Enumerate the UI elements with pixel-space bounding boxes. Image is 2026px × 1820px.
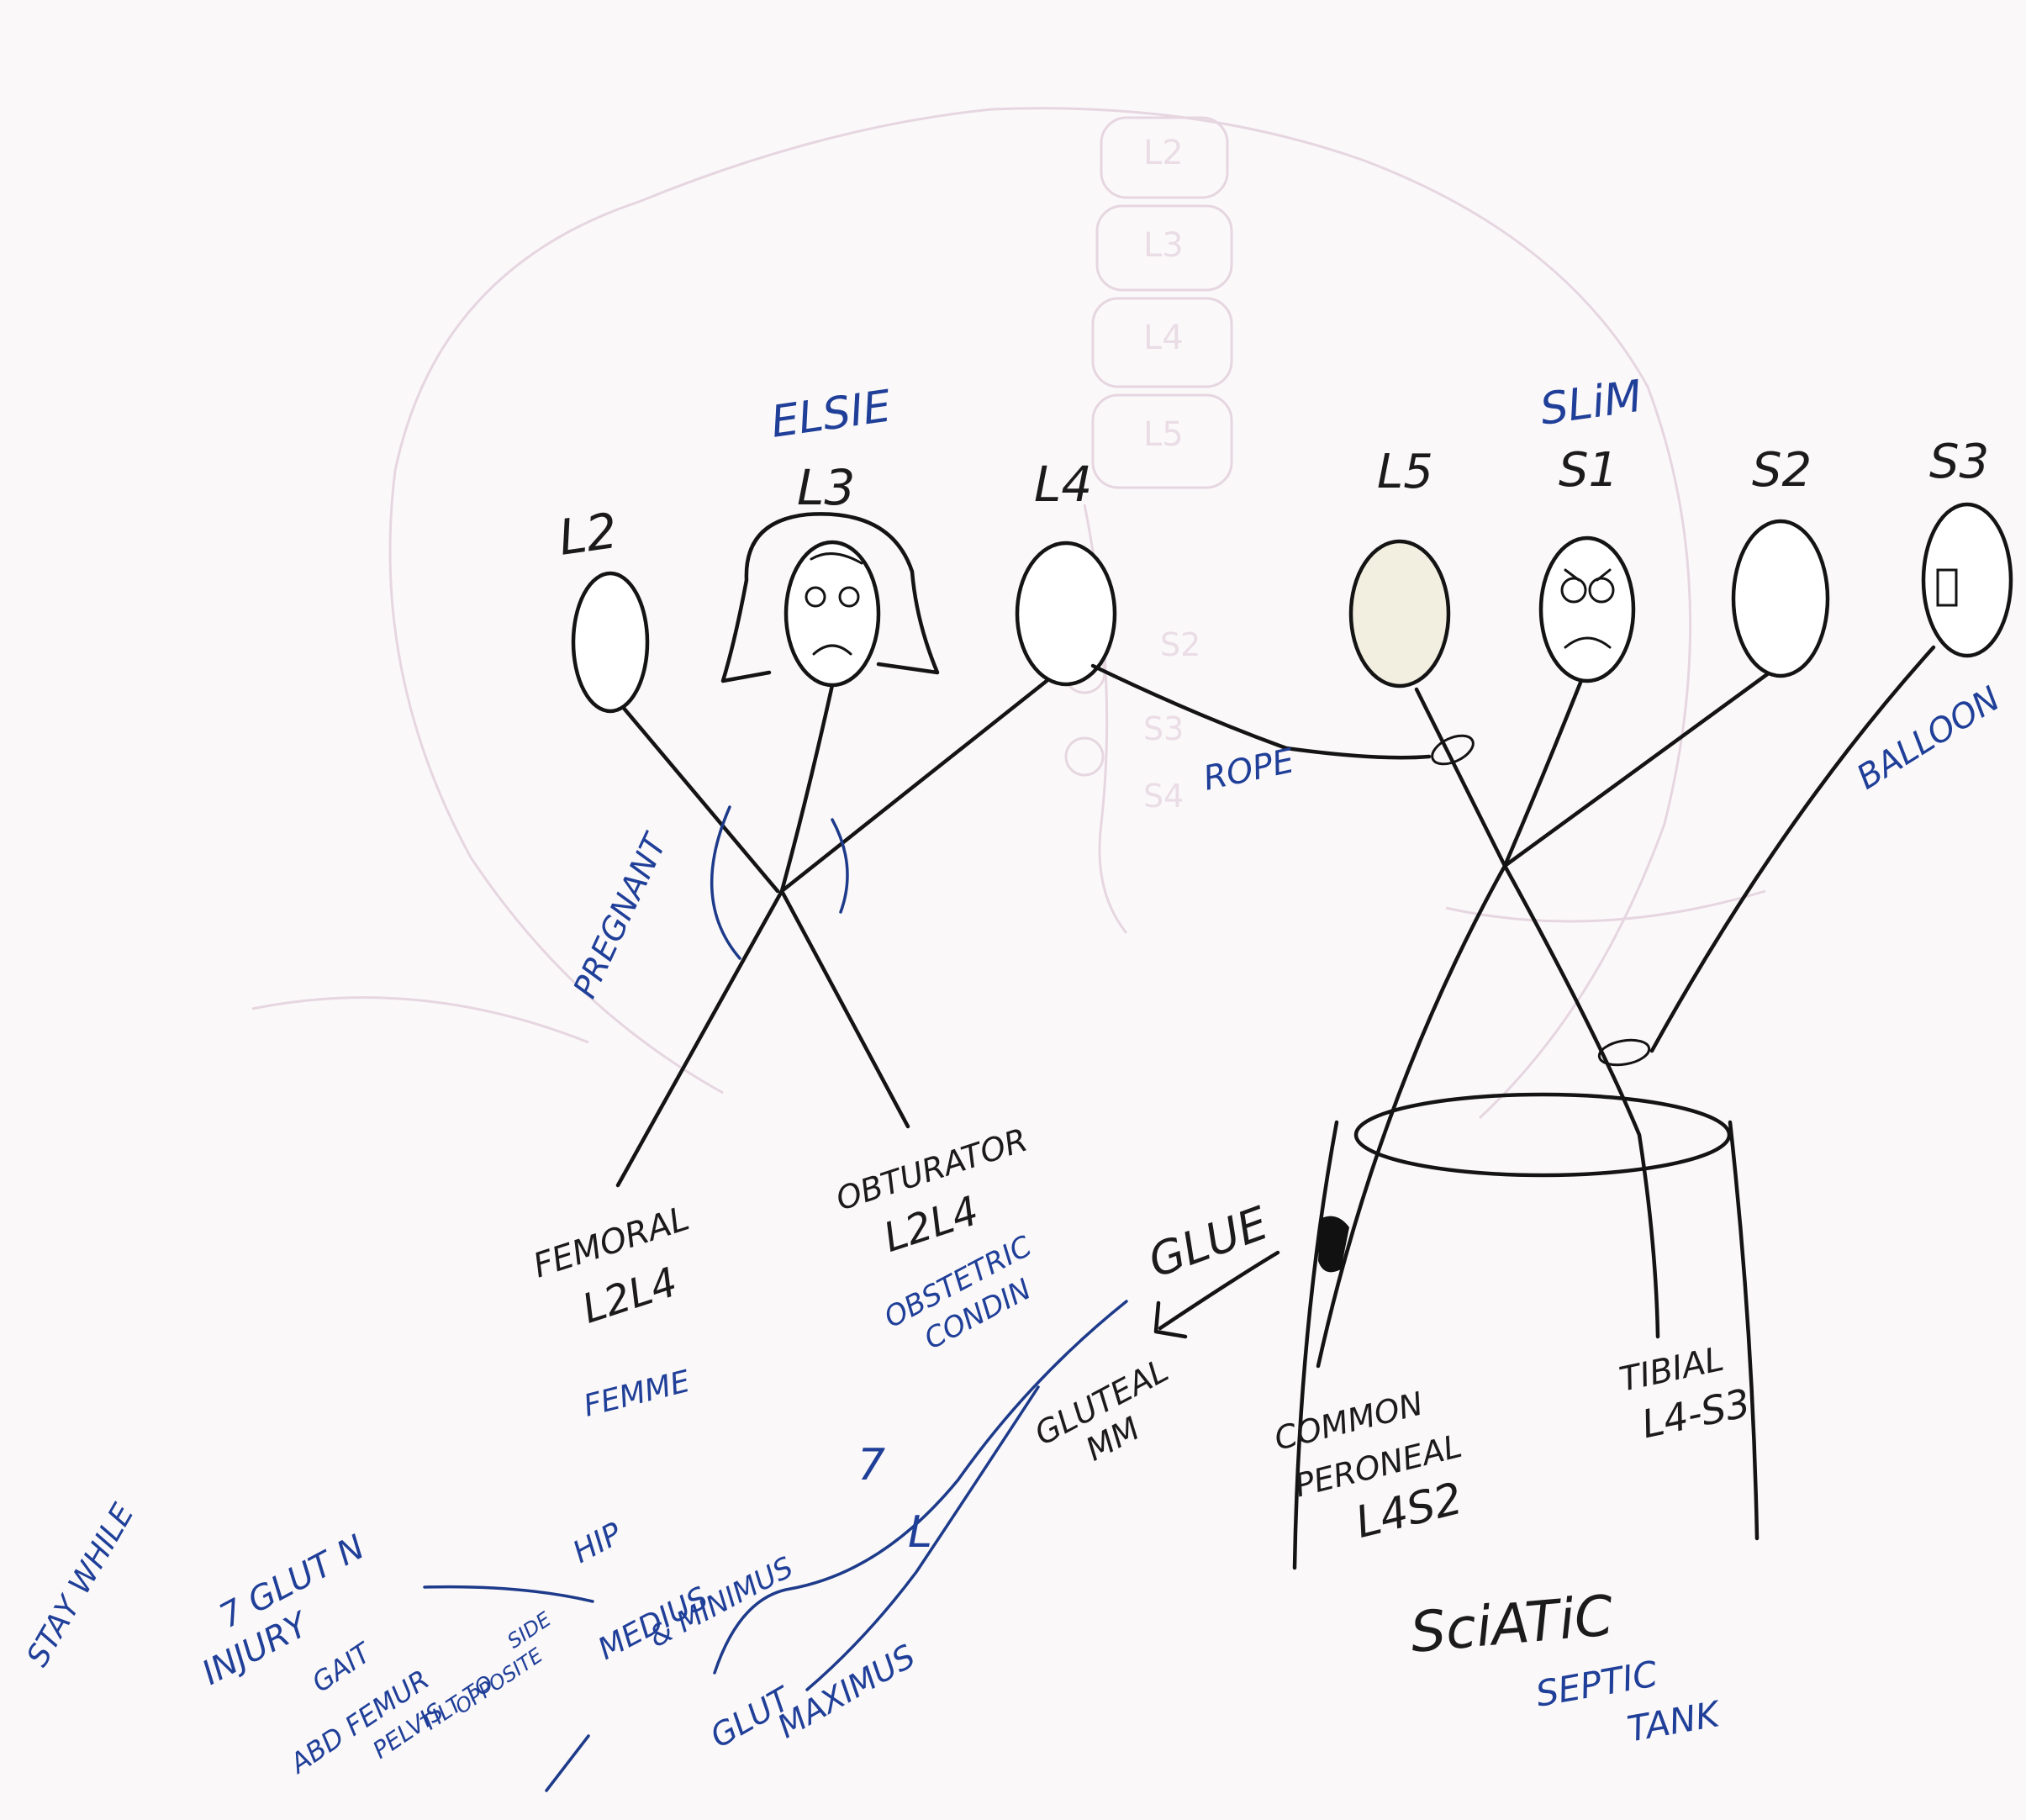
s1-label: S1	[1559, 443, 1618, 498]
common-peroneal-line	[1316, 863, 1507, 1369]
s3-head-balloon	[1921, 502, 2013, 658]
elsie-hair	[720, 512, 940, 683]
pregnant-belly-bracket	[831, 818, 849, 914]
rope-label: ROPE	[1200, 741, 1299, 799]
slim-eye	[1588, 577, 1615, 604]
obturator-nerve-line	[779, 889, 910, 1129]
s2-label: S2	[1752, 443, 1812, 498]
ghost-label: L2	[1143, 134, 1184, 172]
l3-label: L3	[797, 459, 855, 516]
elsie-eye	[838, 586, 860, 608]
ghost-vertebra	[1091, 297, 1233, 388]
ghost-vertebra	[1091, 393, 1233, 489]
femoral-roots: L2L4	[577, 1258, 683, 1333]
l2-root-line	[620, 704, 780, 894]
ghost-pelvis-outline	[393, 107, 1692, 1120]
ghost-label: S3	[1143, 710, 1184, 747]
s1-root-line	[1502, 680, 1583, 868]
ghost-label: L5	[1143, 415, 1184, 454]
s2-root-line	[1502, 670, 1772, 868]
stay-while-label: STAY WHILE	[20, 1498, 140, 1673]
ghost-label: S4	[1143, 778, 1184, 815]
hip-label: HIP	[567, 1517, 628, 1570]
gluteal-mm-label: GLUTEAL MM	[1029, 1352, 1174, 1469]
arrow-down-mark: L	[908, 1507, 932, 1558]
opposite-word: OPPOSITE	[451, 1643, 547, 1718]
rope-line	[1090, 663, 1432, 760]
glue-label: GLUE	[1142, 1196, 1275, 1288]
gait-word: GAIT	[306, 1636, 378, 1699]
ghost-label: S2	[1160, 626, 1200, 663]
ghost-scribble	[1445, 889, 1766, 923]
slim-label: SLiM	[1537, 372, 1644, 435]
ghost-label: L3	[1143, 226, 1184, 265]
gluteal-link-curve	[805, 1385, 1040, 1691]
ghost-pelvis-curve	[388, 470, 724, 1095]
balloon-label: BALLOON	[1850, 679, 2007, 797]
elsie-hair-fringe	[810, 552, 863, 565]
slim-frown	[1564, 636, 1612, 649]
ghost-backdrop: L2 L3 L4 L5 S2 S3 S4	[251, 107, 1766, 1120]
elsie-frown	[812, 644, 852, 656]
injury-link-line	[423, 1585, 594, 1603]
balloon-mark	[1936, 568, 1958, 607]
tibial-line	[1502, 863, 1660, 1339]
l5-root-line	[1414, 687, 1507, 868]
l2-head	[571, 571, 650, 714]
l2-label: L2	[555, 502, 620, 567]
l4-root-line	[779, 678, 1049, 894]
pregnant-label: PREGNANT	[566, 826, 674, 1003]
glue-arrow	[1158, 1250, 1280, 1331]
ghost-vertebra	[1100, 116, 1229, 199]
femme-label: FEMME	[580, 1364, 694, 1424]
septic-tank-wall	[1728, 1120, 1760, 1541]
elsie-eye	[805, 586, 826, 608]
pregnant-belly-bracket	[710, 805, 741, 960]
abd-slash	[545, 1734, 590, 1792]
ghost-scribble	[251, 996, 589, 1044]
tibial-label: TIBIAL L4-S3	[1617, 1340, 1754, 1448]
s2-head	[1731, 519, 1830, 678]
s3-label: S3	[1929, 435, 1989, 489]
gluteal-annotations	[423, 1300, 1128, 1792]
l4-label: L4	[1034, 456, 1092, 513]
glue-blob	[1318, 1216, 1349, 1273]
gluteal-link-curve	[713, 1300, 1128, 1675]
l3-head-elsie	[783, 540, 881, 688]
ghost-vertebra	[1095, 204, 1233, 292]
glue-arrowhead	[1153, 1300, 1188, 1339]
arrow-up-mark: 7	[857, 1440, 885, 1490]
l4-head	[1015, 541, 1117, 687]
medius-minimus-label: MEDIUS & MINIMUS	[593, 1550, 799, 1666]
elsie-label: ELSIE	[768, 382, 894, 448]
sacral-plexus-group	[1153, 502, 2013, 1570]
blue-labels: ELSIE SLiM PREGNANT ROPE BALLOON FEMME O…	[20, 372, 2007, 1780]
l3-root-line	[779, 683, 835, 894]
s1-head-slim	[1538, 535, 1636, 683]
ghost-label: L4	[1143, 319, 1184, 357]
l5-head	[1348, 539, 1451, 688]
septic-tank-label: SEPTIC TANK	[1533, 1653, 1725, 1750]
septic-tank-rim	[1353, 1092, 1732, 1178]
balloon-knot	[1597, 1038, 1651, 1067]
tank-word: TANK	[1624, 1693, 1725, 1750]
femoral-label: FEMORAL L2L4	[529, 1200, 694, 1333]
septic-tank-wall	[1292, 1120, 1339, 1570]
slim-brows	[1564, 568, 1612, 582]
femoral-nerve-line	[615, 889, 784, 1188]
rope-knot	[1431, 734, 1475, 766]
slim-eye	[1560, 577, 1587, 604]
sciatic-label: SciATiC	[1408, 1583, 1616, 1665]
l5-label: L5	[1377, 445, 1433, 499]
ghost-foramen	[1064, 736, 1105, 777]
s3-balloon-string	[1649, 645, 1936, 1053]
lumbar-plexus-group	[571, 512, 1117, 1188]
glut-maximus-label: GLUT MAXIMUS	[704, 1638, 921, 1755]
